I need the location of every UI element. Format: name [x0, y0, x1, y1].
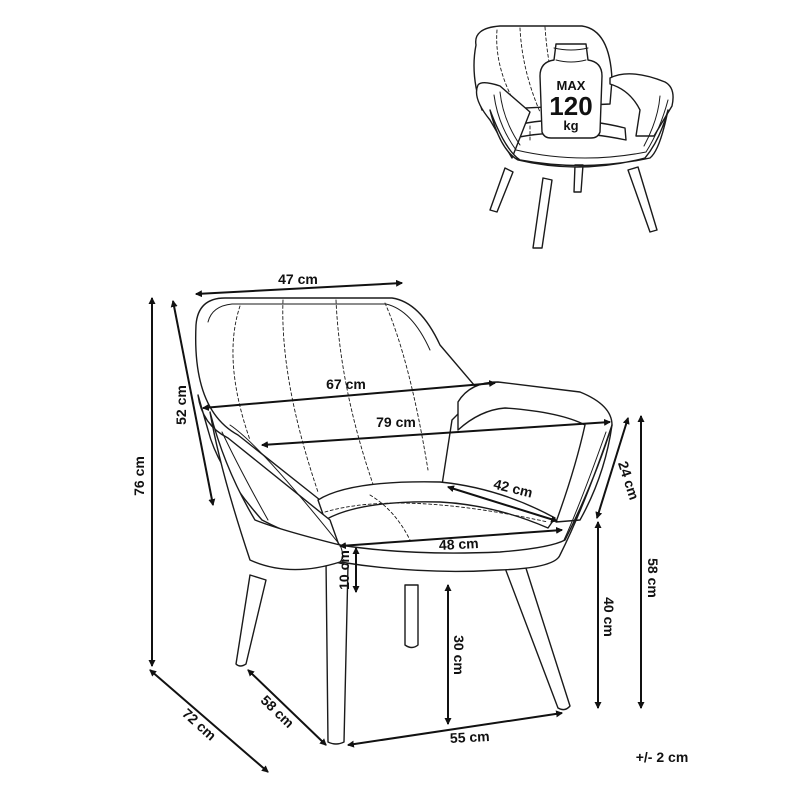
- label-seat-thickness: 10 cm: [336, 550, 352, 590]
- label-full-side-height: 58 cm: [645, 558, 661, 598]
- label-total-height: 76 cm: [131, 456, 147, 496]
- dim-line-total-depth: [149, 669, 269, 773]
- back-seam-4: [384, 302, 429, 471]
- dim-line-seat-width: [338, 526, 564, 550]
- dim-line-armrest-span: [595, 416, 630, 520]
- dim-line-leg-width: [346, 710, 564, 748]
- tolerance-note: +/- 2 cm: [636, 749, 689, 765]
- label-armrest-height: 40 cm: [601, 597, 617, 637]
- label-seat-width: 48 cm: [438, 535, 478, 553]
- dim-line-top-width: [194, 279, 404, 298]
- label-backrest-height: 52 cm: [173, 385, 189, 425]
- dim-line-backrest-height: [170, 299, 216, 507]
- label-leg-height: 30 cm: [451, 635, 467, 675]
- label-leg-width: 55 cm: [449, 728, 489, 746]
- max-load-badge: MAX 120 kg: [539, 43, 603, 139]
- label-total-width: 79 cm: [376, 414, 416, 430]
- max-load-line-3: kg: [563, 118, 578, 133]
- front-left-leg: [235, 574, 267, 667]
- dim-line-leg-depth: [247, 669, 327, 746]
- main-chair: [194, 297, 613, 745]
- dim-line-seat-depth: [446, 485, 559, 523]
- dim-line-arm-width: [201, 380, 497, 411]
- label-arm-width: 67 cm: [326, 376, 366, 392]
- back-seam-1: [232, 305, 251, 441]
- front-right-leg: [504, 561, 571, 711]
- dim-line-total-width: [260, 418, 612, 449]
- label-top-width: 47 cm: [278, 271, 318, 287]
- max-load-line-2: 120: [549, 91, 592, 121]
- back-right-leg: [404, 584, 419, 649]
- front-center-leg: [325, 559, 349, 745]
- dimension-lines: [148, 279, 645, 773]
- max-load-line-1: MAX: [557, 78, 586, 93]
- label-armrest-height-span: 24 cm: [615, 459, 642, 502]
